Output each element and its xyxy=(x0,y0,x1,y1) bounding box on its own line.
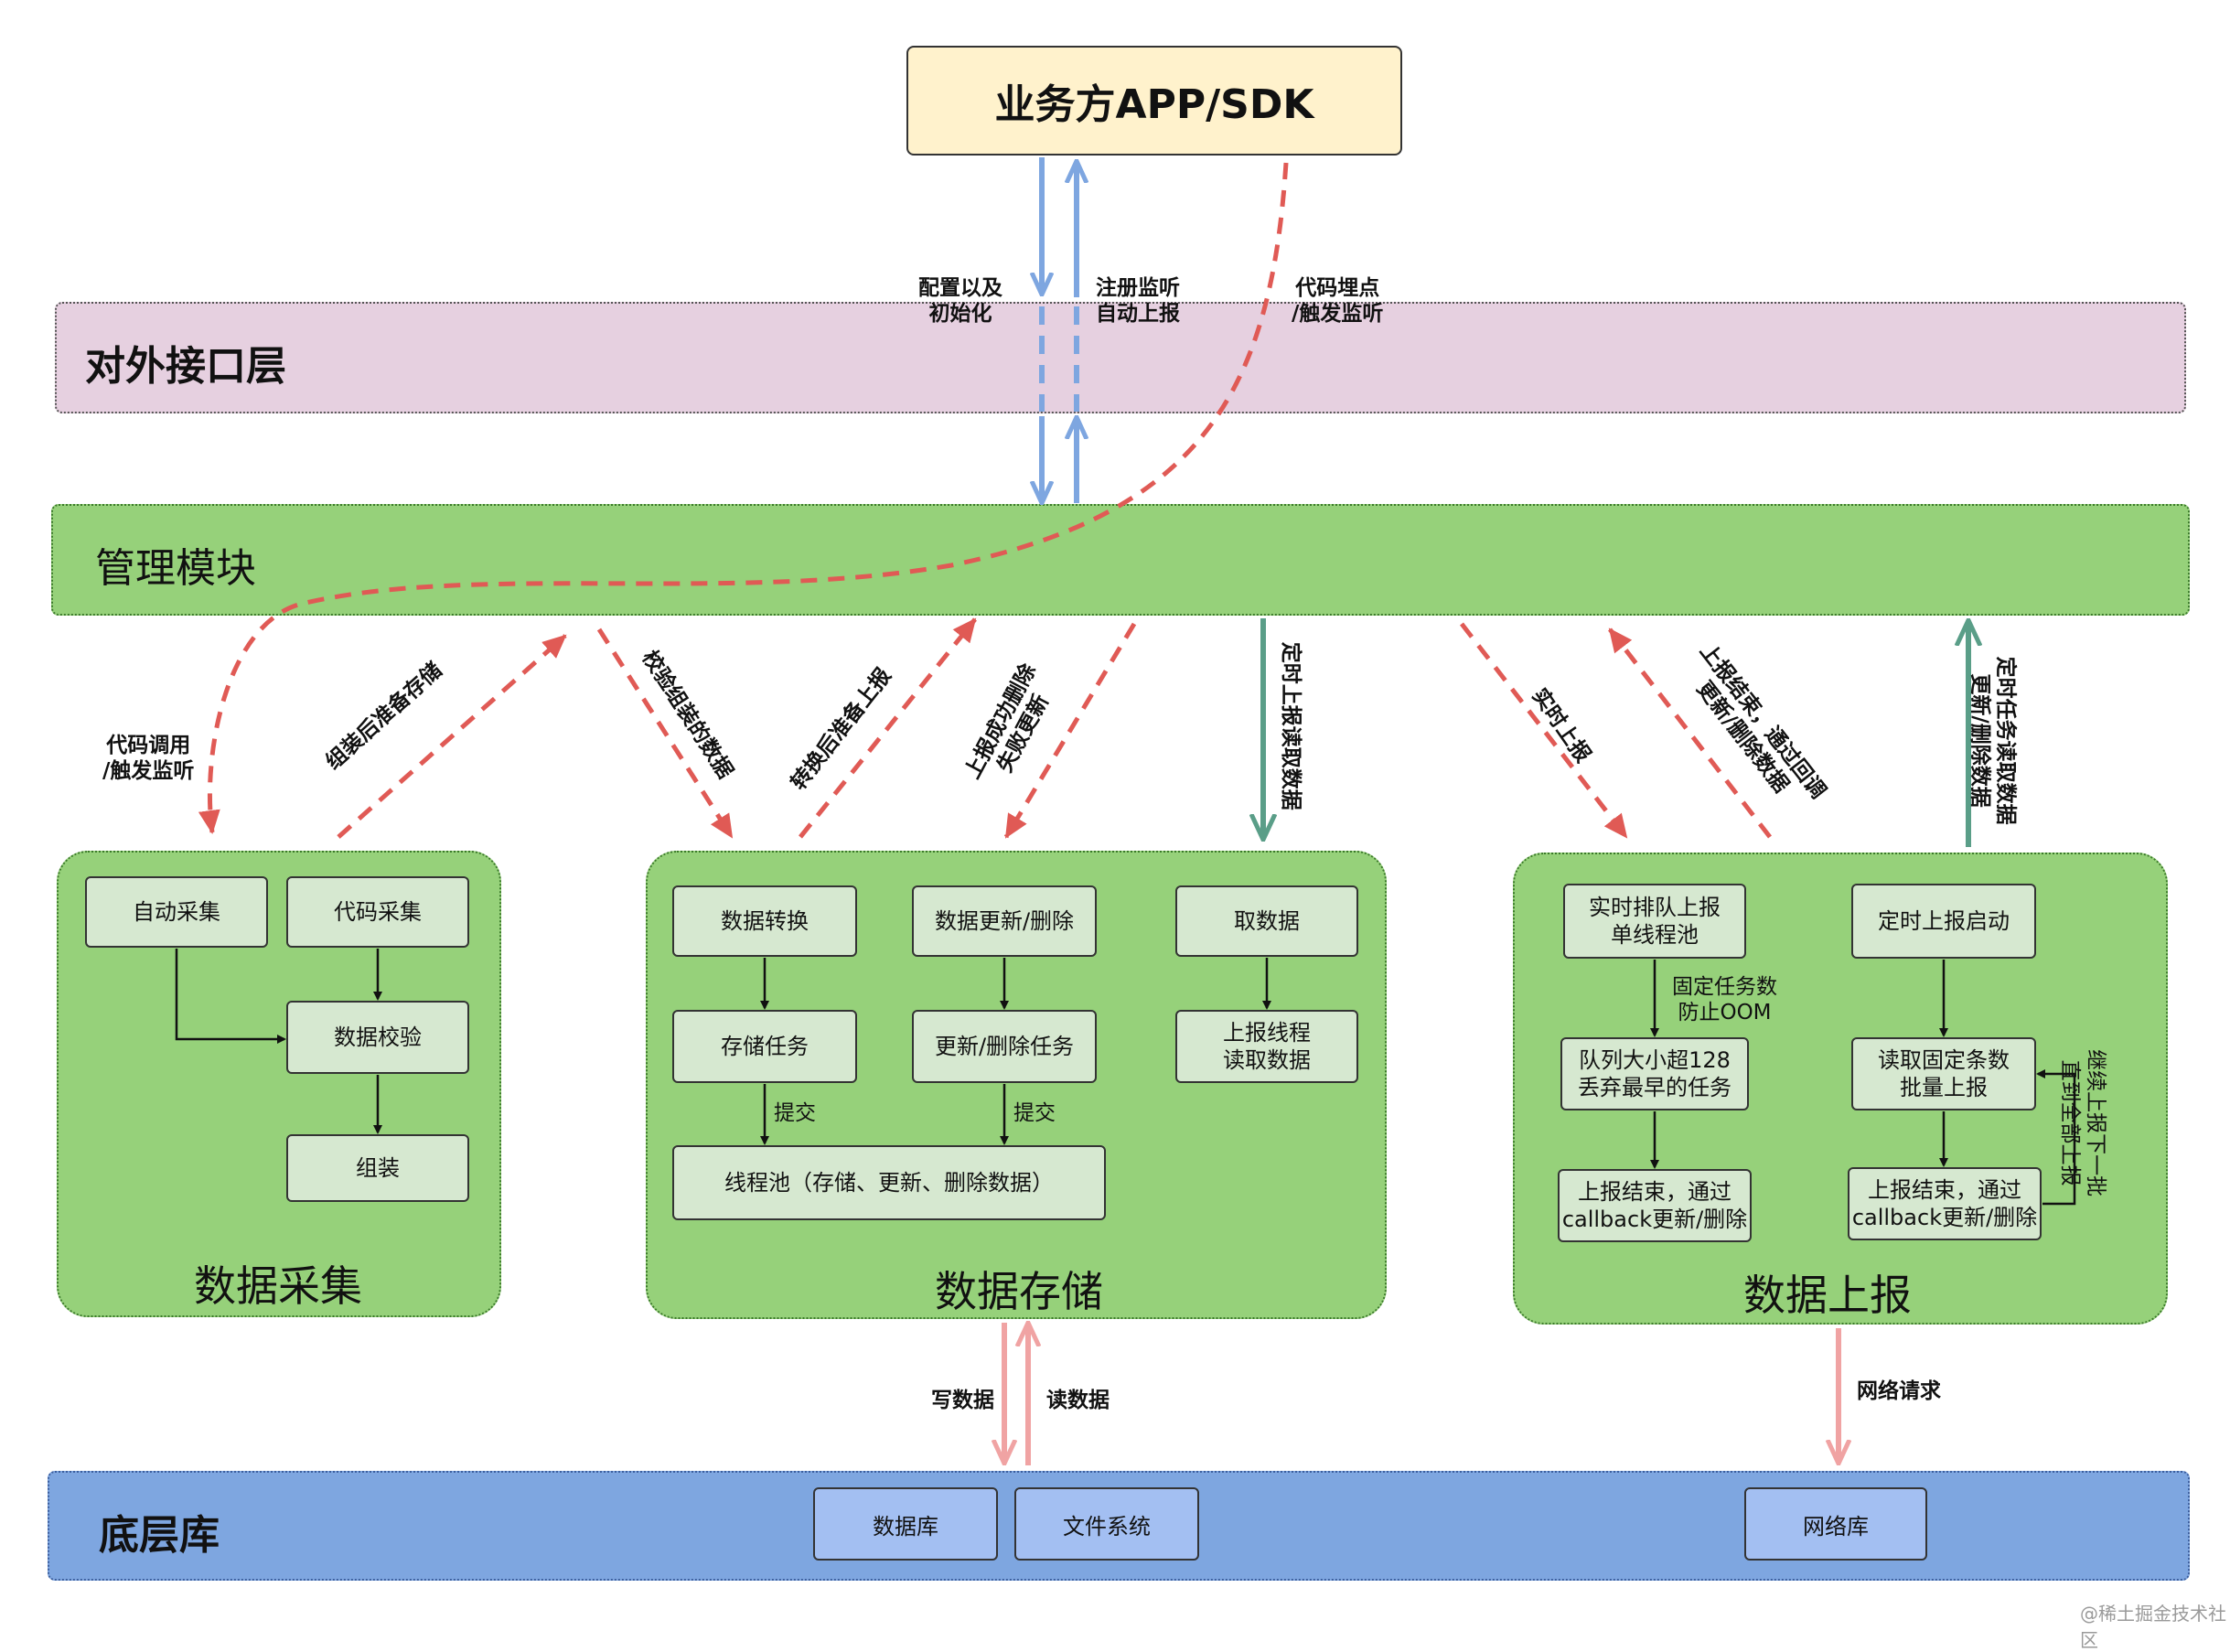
verify-box: 数据校验 xyxy=(286,1001,469,1074)
app-sdk-label: 业务方APP/SDK xyxy=(994,81,1314,128)
realtime-queue-box: 实时排队上报 单线程池 xyxy=(1563,884,1746,959)
continue-note: 继续上报下一批 直到全部上报 xyxy=(2058,1049,2108,1197)
code-point-label: 代码埋点 /触发监听 xyxy=(1292,276,1384,326)
management-layer xyxy=(51,504,2190,616)
code-collect-box: 代码采集 xyxy=(286,876,469,948)
database-box: 数据库 xyxy=(813,1487,998,1561)
submit-label-2: 提交 xyxy=(1013,1101,1056,1125)
register-listen-label: 注册监听 自动上报 xyxy=(1096,276,1180,326)
fetch-box: 取数据 xyxy=(1175,885,1358,957)
thread-pool-box: 线程池（存储、更新、删除数据） xyxy=(672,1145,1106,1220)
timer-start-box: 定时上报启动 xyxy=(1851,884,2036,959)
realtime-report-arrow xyxy=(1460,622,1628,839)
assemble-store-arrow xyxy=(337,634,567,839)
auto-to-verify-connector xyxy=(175,949,286,1044)
assemble-box: 组装 xyxy=(286,1134,469,1202)
report-end-callback-arrow xyxy=(1608,628,1772,839)
collect-module-title: 数据采集 xyxy=(194,1261,362,1311)
convert-box: 数据转换 xyxy=(672,885,857,957)
config-init-label: 配置以及 初始化 xyxy=(918,276,1002,326)
filesystem-box: 文件系统 xyxy=(1014,1487,1199,1561)
continue-loop-connector xyxy=(2036,1069,2076,1206)
submit-label-1: 提交 xyxy=(774,1101,816,1125)
storage-module-title: 数据存储 xyxy=(935,1267,1103,1316)
convert-report-arrow xyxy=(799,617,977,839)
read-batch-box: 读取固定条数 批量上报 xyxy=(1851,1037,2036,1110)
read-data-label: 读数据 xyxy=(1046,1389,1110,1412)
fixed-task-note: 固定任务数 防止OOM xyxy=(1672,975,1777,1024)
code-point-curve xyxy=(198,162,1289,834)
timer-task-label: 定时任务读取数据 更新/删除数据 xyxy=(1968,656,2018,825)
app-sdk-box: 业务方APP/SDK xyxy=(906,46,1402,156)
report-success-arrow xyxy=(1003,622,1137,839)
report-thread-box: 上报线程 读取数据 xyxy=(1175,1010,1358,1083)
store-task-box: 存储任务 xyxy=(672,1010,857,1083)
queue-limit-box: 队列大小超128 丢弃最早的任务 xyxy=(1560,1037,1749,1110)
report-module-title: 数据上报 xyxy=(1743,1271,1912,1320)
auto-collect-box: 自动采集 xyxy=(85,876,268,948)
interface-layer xyxy=(55,302,2186,413)
watermark: @稀土掘金技术社区 xyxy=(2080,1603,2226,1651)
timer-read-label: 定时上报读取数据 xyxy=(1278,641,1303,810)
update-delete-box: 数据更新/删除 xyxy=(912,885,1097,957)
base-layer-title: 底层库 xyxy=(99,1512,220,1559)
management-layer-title: 管理模块 xyxy=(95,545,256,592)
interface-layer-title: 对外接口层 xyxy=(85,343,286,390)
write-data-label: 写数据 xyxy=(931,1389,994,1412)
update-task-box: 更新/删除任务 xyxy=(912,1010,1097,1083)
network-request-label: 网络请求 xyxy=(1857,1379,1941,1403)
verify-assembled-arrow xyxy=(596,628,734,839)
code-call-label: 代码调用 /触发监听 xyxy=(102,734,195,783)
report-done-left-box: 上报结束，通过 callback更新/删除 xyxy=(1558,1169,1752,1242)
blue-arrows xyxy=(1042,157,1077,503)
report-done-right-box: 上报结束，通过 callback更新/删除 xyxy=(1848,1167,2042,1240)
network-lib-box: 网络库 xyxy=(1744,1487,1927,1561)
